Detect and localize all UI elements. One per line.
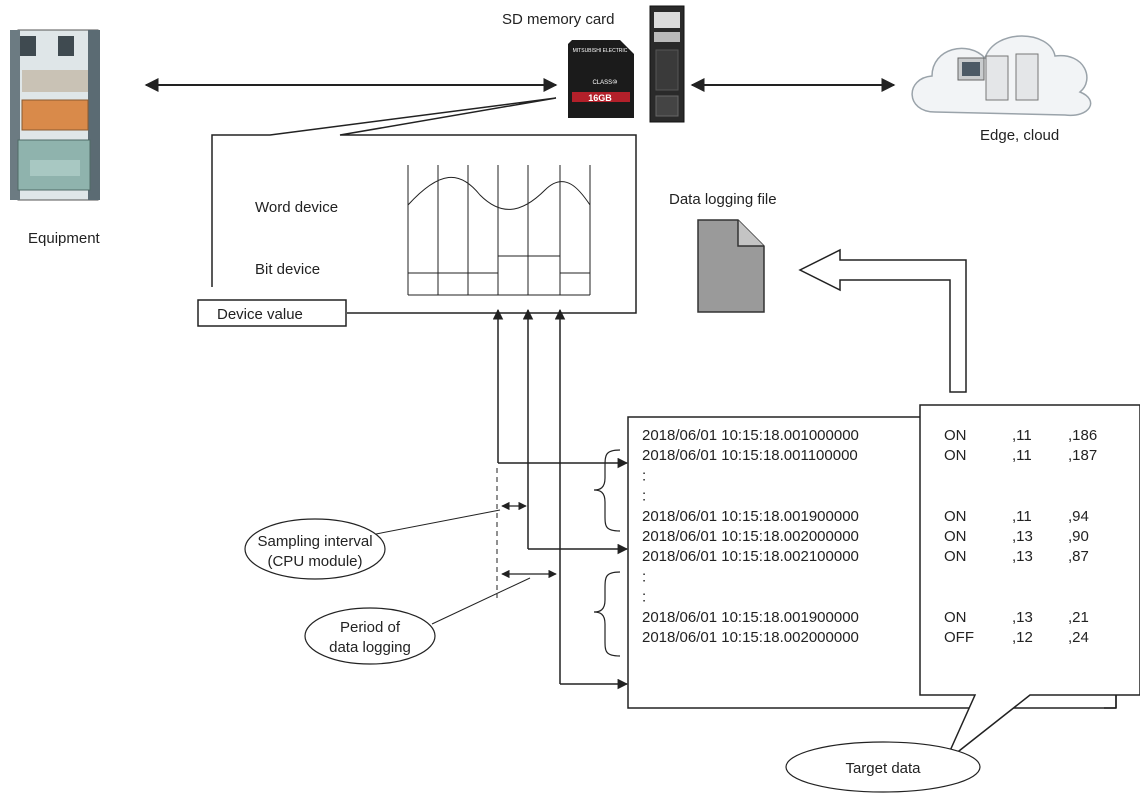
sd-card-capacity: 16GB: [588, 93, 612, 103]
log-timestamp: :: [642, 568, 646, 585]
log-bit-value: ON: [944, 528, 967, 545]
table-row: 2018/06/01 10:15:18.002000000 OFF ,12 ,24: [642, 629, 1089, 646]
device-value-label: Device value: [217, 306, 303, 323]
log-word-value-1: ,13: [1012, 609, 1033, 626]
log-word-value-1: ,13: [1012, 528, 1033, 545]
table-row: :: [642, 568, 646, 585]
log-word-value-2: ,87: [1068, 548, 1089, 565]
data-logging-file-label: Data logging file: [669, 191, 777, 208]
target-data-ellipse: [785, 741, 981, 793]
timing-chart: [407, 165, 591, 296]
table-row: 2018/06/01 10:15:18.002000000 ON ,13 ,90: [642, 528, 1089, 545]
log-timestamp: 2018/06/01 10:15:18.001000000: [642, 427, 859, 444]
log-word-value-2: ,21: [1068, 609, 1089, 626]
sampling-connector-lines: [492, 308, 629, 690]
cloud-servers-icon: [911, 35, 1092, 117]
log-bit-value: ON: [944, 508, 967, 525]
table-row: 2018/06/01 10:15:18.001000000 ON ,11 ,186: [642, 427, 1097, 444]
sampling-interval-label-1: Sampling interval: [257, 533, 372, 550]
log-timestamp: 2018/06/01 10:15:18.002000000: [642, 629, 859, 646]
period-label-1: Period of: [340, 619, 401, 636]
device-value-box: [197, 299, 347, 327]
log-word-value-2: ,24: [1068, 629, 1089, 646]
log-word-value-2: ,187: [1068, 447, 1097, 464]
sd-card-brand: MITSUBISHI ELECTRIC: [573, 48, 628, 54]
bit-device-waveform: [408, 255, 590, 274]
log-timestamp: :: [642, 467, 646, 484]
word-device-label: Word device: [255, 199, 338, 216]
file-icon: [697, 219, 765, 313]
equipment-machine-icon: [10, 29, 100, 201]
equipment-label: Equipment: [28, 230, 101, 247]
target-data-label: Target data: [845, 760, 921, 777]
log-word-value-2: ,90: [1068, 528, 1089, 545]
period-callout: [304, 607, 436, 665]
sd-card-class: CLASS⑩: [592, 79, 617, 86]
bit-device-label: Bit device: [255, 261, 320, 278]
log-word-value-1: ,13: [1012, 548, 1033, 565]
log-word-value-1: ,11: [1012, 427, 1032, 444]
log-bit-value: OFF: [944, 629, 974, 646]
target-to-file-arrow: [798, 248, 967, 393]
log-timestamp: 2018/06/01 10:15:18.001900000: [642, 508, 859, 525]
sampling-interval-callout: [244, 518, 386, 580]
target-data-callout: [919, 404, 1140, 763]
sd-card-icon: MITSUBISHI ELECTRIC CLASS⑩ 16GB: [568, 40, 634, 118]
brace-group-1: [593, 449, 621, 532]
cpu-module-icon: [649, 5, 685, 123]
log-word-value-1: ,11: [1012, 447, 1032, 464]
log-bit-value: ON: [944, 609, 967, 626]
log-word-value-1: ,12: [1012, 629, 1033, 646]
table-row: 2018/06/01 10:15:18.001900000 ON ,11 ,94: [642, 508, 1089, 525]
table-row: 2018/06/01 10:15:18.001900000 ON ,13 ,21: [642, 609, 1089, 626]
log-bit-value: ON: [944, 447, 967, 464]
log-bit-value: ON: [944, 427, 967, 444]
device-panel-callout: [211, 97, 637, 314]
table-row: :: [642, 488, 646, 505]
log-word-value-2: ,94: [1068, 508, 1089, 525]
table-row: :: [642, 589, 646, 606]
log-timestamp: 2018/06/01 10:15:18.002000000: [642, 528, 859, 545]
log-timestamp: :: [642, 488, 646, 505]
log-timestamp: 2018/06/01 10:15:18.001100000: [642, 447, 858, 464]
sd-card-label: SD memory card: [502, 11, 615, 28]
word-device-waveform: [407, 177, 591, 210]
brace-group-2: [593, 571, 621, 657]
period-label-2: data logging: [329, 639, 411, 656]
sampling-interval-label-2: (CPU module): [267, 553, 362, 570]
edge-cloud-label: Edge, cloud: [980, 127, 1059, 144]
log-timestamp: 2018/06/01 10:15:18.001900000: [642, 609, 859, 626]
log-bit-value: ON: [944, 548, 967, 565]
table-row: 2018/06/01 10:15:18.001100000 ON ,11 ,187: [642, 447, 1097, 464]
table-row: 2018/06/01 10:15:18.002100000 ON ,13 ,87: [642, 548, 1089, 565]
log-word-value-1: ,11: [1012, 508, 1032, 525]
log-word-value-2: ,186: [1068, 427, 1097, 444]
log-timestamp: :: [642, 589, 646, 606]
log-timestamp: 2018/06/01 10:15:18.002100000: [642, 548, 859, 565]
table-row: :: [642, 467, 646, 484]
